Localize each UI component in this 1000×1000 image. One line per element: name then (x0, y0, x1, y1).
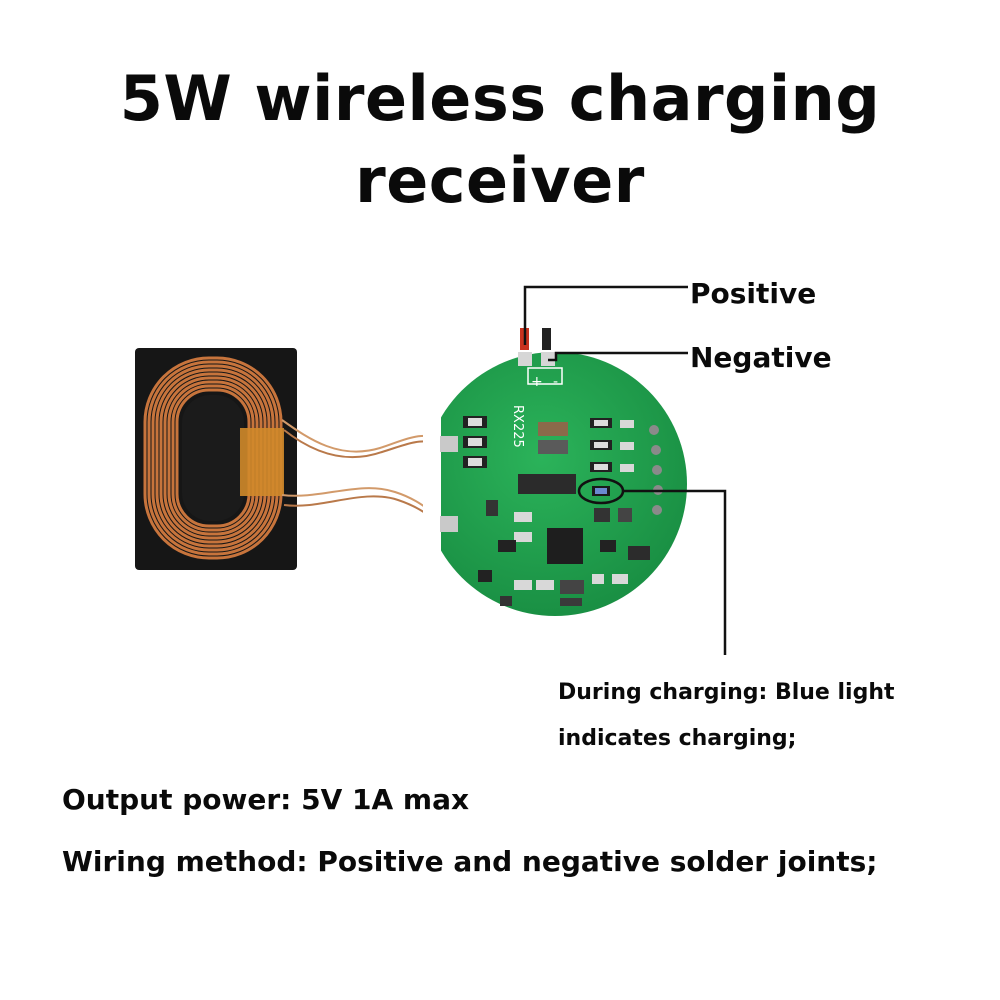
output-power-spec: Output power: 5V 1A max (62, 783, 470, 816)
coil-pad (440, 436, 458, 452)
coil-lead-wire (281, 419, 446, 453)
title-line-2: receiver (355, 144, 645, 217)
coil-lead-wire (283, 429, 446, 459)
positive-callout: Positive (690, 277, 817, 310)
coil-pad (440, 516, 458, 532)
positive-pad (518, 352, 532, 366)
coil-center (182, 395, 244, 521)
negative-pin (542, 328, 551, 350)
charging-callout-line-2: indicates charging; (558, 726, 797, 751)
wiring-method-spec: Wiring method: Positive and negative sol… (62, 845, 878, 878)
title-line-1: 5W wireless charging (119, 62, 881, 135)
positive-leader-line (523, 285, 688, 345)
edge-pads (649, 425, 663, 515)
charging-callout: During charging: Blue light indicates ch… (558, 670, 918, 762)
pcb-model-marking: RX225 (510, 405, 525, 448)
negative-callout: Negative (690, 341, 832, 374)
charging-callout-line-1: During charging: Blue light (558, 680, 895, 705)
negative-leader-line (548, 351, 688, 362)
page-title: 5W wireless charging receiver (0, 58, 1000, 222)
led-leader-line (623, 489, 727, 655)
pcb-minus-marking: - (553, 374, 558, 390)
smd-components (463, 416, 650, 606)
pcb-plus-marking: + (531, 374, 543, 390)
coil-lead-wire (283, 495, 448, 531)
kapton-tape (240, 428, 284, 496)
